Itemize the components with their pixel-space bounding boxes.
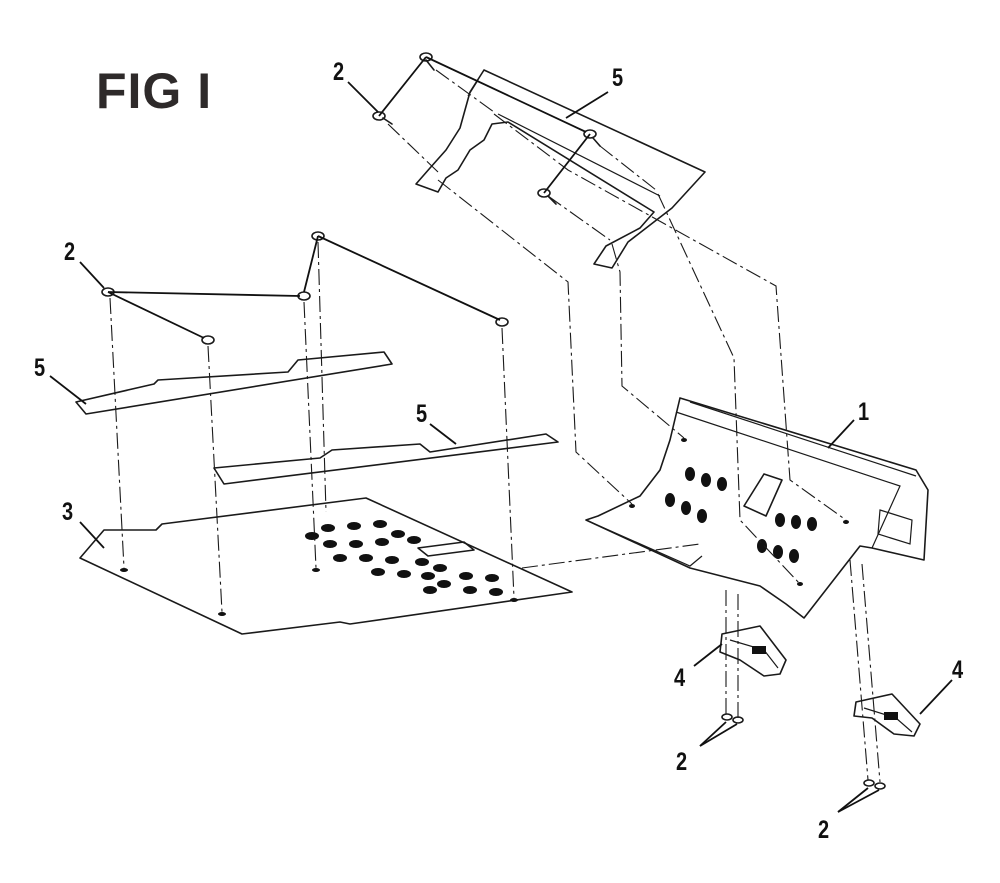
floor-plate <box>79 497 573 635</box>
callout-part-5-mid: 5 <box>416 400 428 428</box>
callout-part-5-top: 5 <box>612 64 624 92</box>
callout-part-4-left: 4 <box>674 664 686 692</box>
callout-part-2-left: 2 <box>64 238 76 266</box>
callout-leaders <box>49 81 953 715</box>
callout-part-2-right: 2 <box>818 816 830 844</box>
callout-part-2-mid: 2 <box>676 748 688 776</box>
callout-part-3: 3 <box>62 498 74 526</box>
top-bolts <box>372 52 601 205</box>
top-shield-bracket <box>415 69 706 269</box>
callout-part-2-top: 2 <box>333 58 345 86</box>
assembly-lines <box>109 69 881 783</box>
middle-shield-strip <box>213 433 559 485</box>
floor-plate-holes <box>305 520 503 596</box>
callout-part-1: 1 <box>858 398 870 426</box>
left-shield-strip <box>75 351 393 415</box>
plate-bolts <box>101 231 509 345</box>
latch-bolts <box>699 713 886 813</box>
callout-part-4-right: 4 <box>952 656 964 684</box>
callout-part-5-left: 5 <box>34 354 46 382</box>
figure-title: FIG I <box>96 63 213 119</box>
main-body-holes <box>665 467 817 563</box>
latch-left <box>719 625 787 677</box>
main-body-housing <box>585 397 929 619</box>
